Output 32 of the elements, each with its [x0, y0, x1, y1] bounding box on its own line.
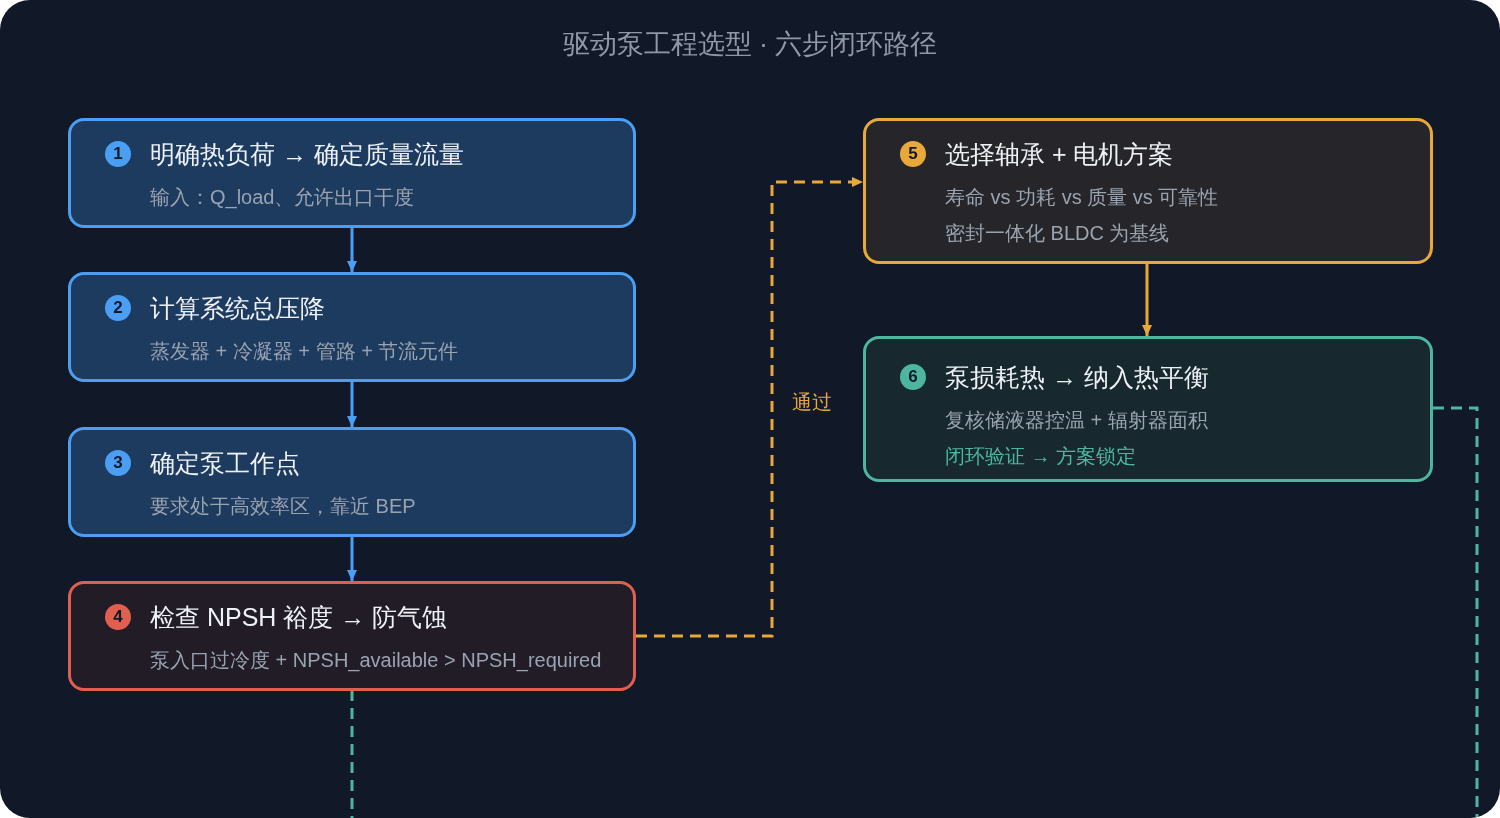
step-description: 输入：Q_load、允许出口干度 [150, 185, 415, 210]
number-badge: 4 [105, 604, 131, 630]
number-badge: 6 [900, 364, 926, 390]
number-badge: 2 [105, 295, 131, 321]
step-description: 复核储液器控温 + 辐射器面积 [945, 408, 1208, 433]
connector-arrow [347, 228, 357, 272]
step-heading: 选择轴承 + 电机方案 [945, 139, 1174, 169]
step-result: 闭环验证 → 方案锁定 [945, 444, 1137, 469]
step-box [68, 427, 636, 537]
step-description: 寿命 vs 功耗 vs 质量 vs 可靠性 [945, 185, 1219, 210]
step-box [68, 581, 636, 691]
number-badge: 5 [900, 141, 926, 167]
connector-arrow [1142, 264, 1152, 336]
step-heading: 计算系统总压降 [150, 293, 325, 323]
connector-dashed-arrow [636, 177, 863, 638]
step-box [68, 118, 636, 228]
step-box [68, 272, 636, 382]
step-heading: 明确热负荷 → 确定质量流量 [150, 139, 464, 169]
step-description: 泵入口过冷度 + NPSH_available > NPSH_required [150, 648, 602, 673]
step-description: 蒸发器 + 冷凝器 + 管路 + 节流元件 [150, 339, 459, 364]
diagram-title: 驱动泵工程选型 · 六步闭环路径 [562, 28, 938, 61]
step-box [863, 118, 1433, 264]
connector-arrow [347, 537, 357, 581]
step-description: 要求处于高效率区，靠近 BEP [150, 494, 416, 519]
connector-arrow [347, 382, 357, 427]
step-box [863, 336, 1433, 482]
step-description: 密封一体化 BLDC 为基线 [945, 221, 1170, 246]
step-heading: 确定泵工作点 [150, 448, 300, 478]
number-badge: 3 [105, 450, 131, 476]
step-heading: 检查 NPSH 裕度 → 防气蚀 [150, 602, 448, 632]
number-badge: 1 [105, 141, 131, 167]
step-heading: 泵损耗热 → 纳入热平衡 [945, 362, 1209, 392]
